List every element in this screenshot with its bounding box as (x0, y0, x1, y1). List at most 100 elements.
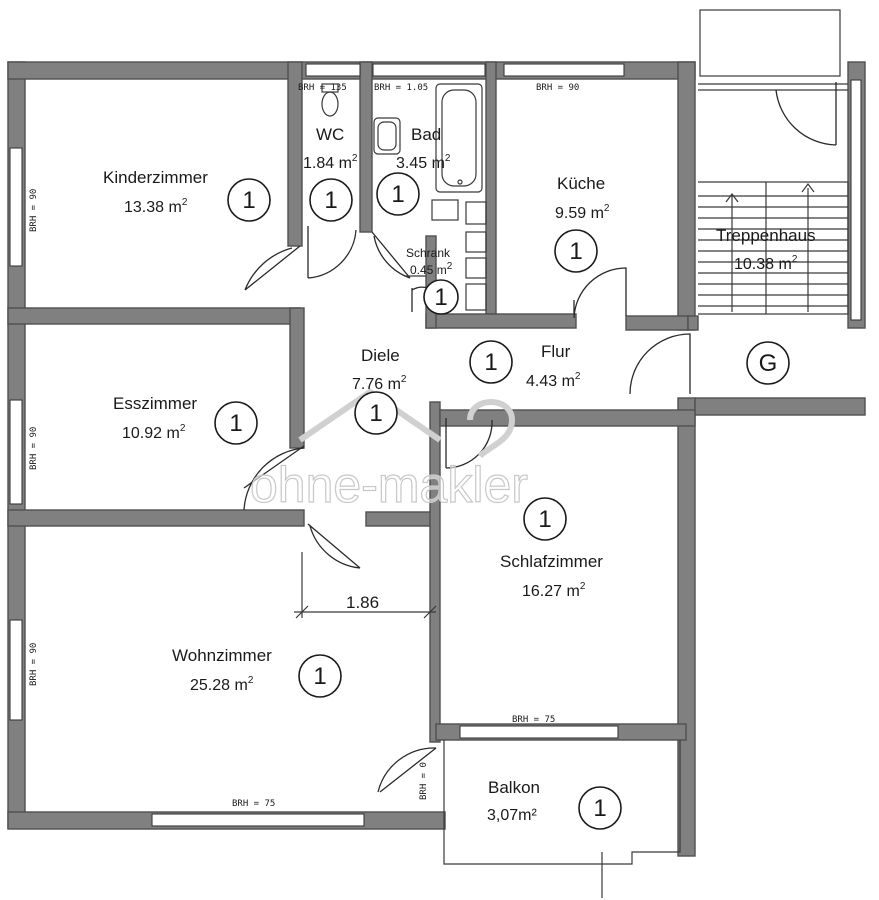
window-wc (305, 63, 361, 77)
room-area-kueche: 9.59 m2 (555, 203, 610, 222)
marker-bad: 1 (376, 172, 420, 216)
washbasin (373, 117, 401, 155)
room-area-diele: 7.76 m2 (352, 374, 407, 393)
room-area-flur: 4.43 m2 (526, 371, 581, 390)
wall-ess-wohn (7, 509, 305, 527)
dimension-label: 1.86 (346, 593, 379, 612)
door-wohnzimmer[interactable] (307, 523, 361, 569)
watermark: ohne-makler (249, 388, 529, 514)
svg-text:1: 1 (324, 187, 337, 214)
room-area-schrank: 0.45 m2 (410, 261, 453, 277)
brh-kueche: BRH = 90 (536, 83, 579, 93)
marker-kueche: 1 (554, 229, 598, 273)
room-name-flur: Flur (541, 342, 571, 361)
svg-text:1: 1 (593, 795, 606, 822)
brh-esszimmer: BRH = 90 (29, 427, 39, 470)
bathtub-drain (457, 179, 463, 185)
wall-wohn-diele (365, 511, 437, 527)
wall-bad-kueche (485, 61, 497, 315)
door-bad[interactable] (371, 231, 411, 279)
marker-wohnzimmer: 1 (298, 654, 342, 698)
door-wc[interactable] (307, 226, 357, 279)
door-treppenhaus[interactable] (629, 333, 691, 395)
wall-ess-diele (289, 307, 305, 449)
window-wohnzimmer-side (9, 619, 23, 721)
window-kueche (503, 63, 625, 77)
brh-bad: BRH = 1.05 (374, 83, 428, 93)
svg-text:1: 1 (569, 238, 582, 265)
stair-arrow-head (801, 183, 815, 193)
cabinet-1 (465, 201, 487, 225)
window-bad (372, 63, 486, 77)
svg-text:1: 1 (391, 181, 404, 208)
cabinet-2 (465, 231, 487, 253)
brh-wc: BRH = 135 (298, 83, 347, 93)
room-area-schlafzimmer: 16.27 m2 (522, 581, 586, 600)
room-area-bad: 3.45 m2 (396, 153, 451, 172)
brh-labels: BRH = 135 BRH = 1.05 BRH = 90 BRH = 90 B… (29, 83, 579, 809)
svg-text:1: 1 (313, 663, 326, 690)
room-labels: Kinderzimmer 13.38 m2 WC 1.84 m2 Bad 3.4… (103, 125, 816, 824)
room-area-esszimmer: 10.92 m2 (122, 423, 186, 442)
room-area-kinderzimmer: 13.38 m2 (124, 197, 188, 216)
dimension-1-86: 1.86 (294, 552, 437, 619)
window-esszimmer (9, 399, 23, 505)
marker-g: G (746, 341, 790, 385)
stairwell (698, 9, 849, 315)
window-kinderzimmer (9, 147, 23, 267)
room-name-kueche: Küche (557, 174, 605, 193)
wall-schrank-flur (425, 313, 577, 329)
brh-schlafzimmer: BRH = 75 (512, 715, 555, 725)
balkon-outline (443, 740, 681, 898)
east-wall (677, 397, 696, 857)
marker-wc: 1 (309, 178, 353, 222)
toilet-tank (321, 83, 339, 93)
room-name-schlafzimmer: Schlafzimmer (500, 552, 603, 571)
watermark-heart-icon (467, 399, 516, 459)
stair-steps (698, 195, 848, 307)
svg-text:1: 1 (229, 410, 242, 437)
door-esszimmer[interactable] (243, 445, 305, 511)
door-balkon[interactable] (377, 747, 437, 793)
room-name-bad: Bad (411, 125, 441, 144)
window-wohnzimmer (151, 813, 365, 827)
door-kinderzimmer[interactable] (244, 245, 301, 291)
room-area-wc: 1.84 m2 (303, 153, 358, 172)
brh-kinderzimmer: BRH = 90 (29, 189, 39, 232)
stair-south-wall (694, 397, 866, 416)
cabinet-3 (465, 257, 487, 279)
wall-kinder-wc (287, 61, 303, 247)
room-name-balkon: Balkon (488, 778, 540, 797)
room-name-schrank: Schrank (406, 246, 451, 260)
window-schlafzimmer (459, 725, 619, 739)
washing-machine (431, 199, 459, 221)
wall-flur-schlaf (439, 409, 696, 427)
markers: 1 1 1 1 1 1 1 1 G 1 1 1 (214, 172, 790, 830)
room-area-wohnzimmer: 25.28 m2 (190, 675, 254, 694)
stair-flight (765, 181, 849, 315)
wall-wohn-schlaf (429, 401, 441, 743)
room-area-balkon: 3,07m² (487, 807, 537, 824)
balkon-railing (443, 740, 681, 865)
brh-wohnzimmer-side: BRH = 90 (29, 643, 39, 686)
wall-kinder-ess (7, 307, 301, 325)
fixtures (321, 83, 487, 311)
svg-text:1: 1 (484, 349, 497, 376)
door-kueche[interactable] (573, 267, 627, 319)
dimension-tick (423, 605, 437, 619)
room-name-treppenhaus: Treppenhaus (716, 226, 816, 245)
svg-text:1: 1 (369, 400, 382, 427)
room-name-kinderzimmer: Kinderzimmer (103, 168, 208, 187)
wall-wc-bad (359, 61, 373, 233)
svg-text:1: 1 (242, 187, 255, 214)
kitchen-east-wall (677, 61, 696, 331)
svg-text:1: 1 (538, 506, 551, 533)
marker-diele: 1 (354, 391, 398, 435)
wall-kueche-flur (625, 315, 689, 331)
stair-door[interactable] (775, 82, 837, 146)
stair-arrow-head (725, 193, 739, 203)
cabinet-4 (465, 283, 487, 311)
room-name-esszimmer: Esszimmer (113, 394, 197, 413)
room-name-wc: WC (316, 125, 344, 144)
